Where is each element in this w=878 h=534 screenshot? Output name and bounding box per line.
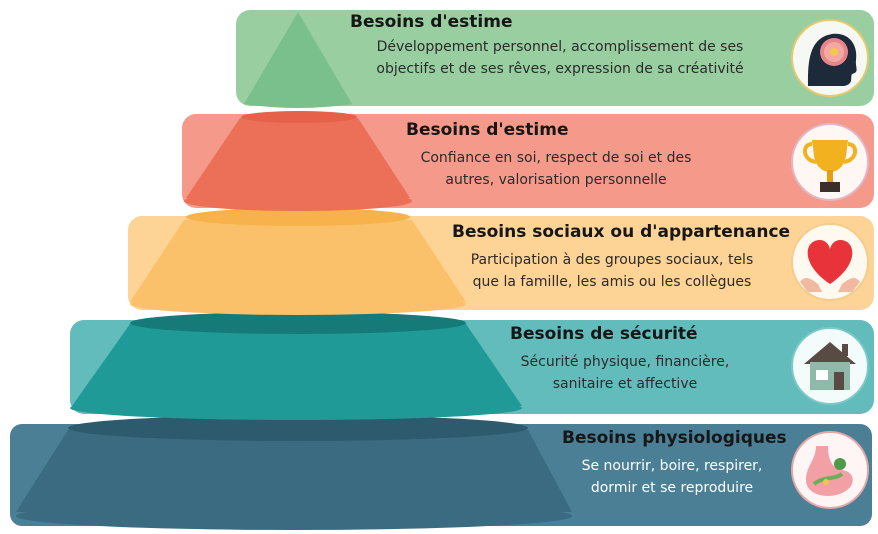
level-5-physiological bbox=[10, 415, 872, 530]
level-3-desc-line-2: que la famille, les amis ou les collègue… bbox=[472, 274, 752, 290]
level-2-cone-top bbox=[241, 111, 357, 123]
level-4-text: Besoins de sécurité Sécurité physique, f… bbox=[510, 324, 740, 395]
level-5-cone bbox=[16, 430, 572, 512]
level-4-title: Besoins de sécurité bbox=[510, 324, 698, 344]
level-1-description: Développement personnel, accomplissement… bbox=[350, 36, 770, 80]
level-1-cone bbox=[244, 12, 352, 108]
level-1-band bbox=[236, 10, 874, 106]
level-2-title: Besoins d'estime bbox=[406, 120, 569, 140]
level-4-security bbox=[70, 312, 874, 420]
level-3-description: Participation à des groupes sociaux, tel… bbox=[452, 249, 772, 293]
level-2-esteem bbox=[182, 111, 874, 211]
level-1-desc-line-1: Développement personnel, accomplissement… bbox=[376, 39, 744, 55]
brain-head-icon bbox=[791, 19, 869, 97]
level-2-cone bbox=[186, 118, 410, 198]
level-2-desc-line-2: autres, valorisation personnelle bbox=[445, 172, 667, 188]
level-2-desc-line-1: Confiance en soi, respect de soi et des bbox=[420, 150, 692, 166]
level-4-cone bbox=[72, 324, 522, 406]
level-3-title: Besoins sociaux ou d'appartenance bbox=[452, 222, 791, 242]
level-3-cone bbox=[130, 220, 466, 302]
level-2-description: Confiance en soi, respect de soi et des … bbox=[406, 147, 706, 191]
level-5-desc-line-2: dormir et se reproduire bbox=[590, 480, 754, 496]
level-4-desc-line-2: sanitaire et affective bbox=[552, 376, 698, 392]
house-icon bbox=[791, 327, 869, 405]
trophy-icon bbox=[791, 123, 869, 201]
level-4-cone-top bbox=[130, 312, 466, 334]
level-1-title: Besoins d'estime bbox=[350, 12, 513, 32]
level-5-title: Besoins physiologiques bbox=[562, 428, 787, 448]
level-3-social bbox=[128, 208, 874, 315]
level-1-desc-line-2: objectifs et de ses rêves, expression de… bbox=[376, 61, 744, 77]
level-5-desc-line-1: Se nourrir, boire, respirer, bbox=[581, 458, 763, 474]
level-3-text: Besoins sociaux ou d'appartenance Partic… bbox=[452, 222, 791, 293]
level-5-description: Se nourrir, boire, respirer, dormir et s… bbox=[562, 455, 782, 499]
level-5-cone-top bbox=[68, 415, 528, 441]
stomach-icon bbox=[791, 431, 869, 509]
level-4-description: Sécurité physique, financière, sanitaire… bbox=[510, 351, 740, 395]
level-1-text: Besoins d'estime Développement personnel… bbox=[350, 12, 770, 80]
level-3-cone-top bbox=[186, 208, 410, 226]
level-4-desc-line-1: Sécurité physique, financière, bbox=[520, 354, 730, 370]
heart-hands-icon bbox=[791, 223, 869, 301]
level-2-text: Besoins d'estime Confiance en soi, respe… bbox=[406, 120, 706, 191]
level-1-self-actualization bbox=[236, 10, 874, 108]
level-3-desc-line-1: Participation à des groupes sociaux, tel… bbox=[470, 252, 754, 268]
level-5-text: Besoins physiologiques Se nourrir, boire… bbox=[562, 428, 787, 499]
